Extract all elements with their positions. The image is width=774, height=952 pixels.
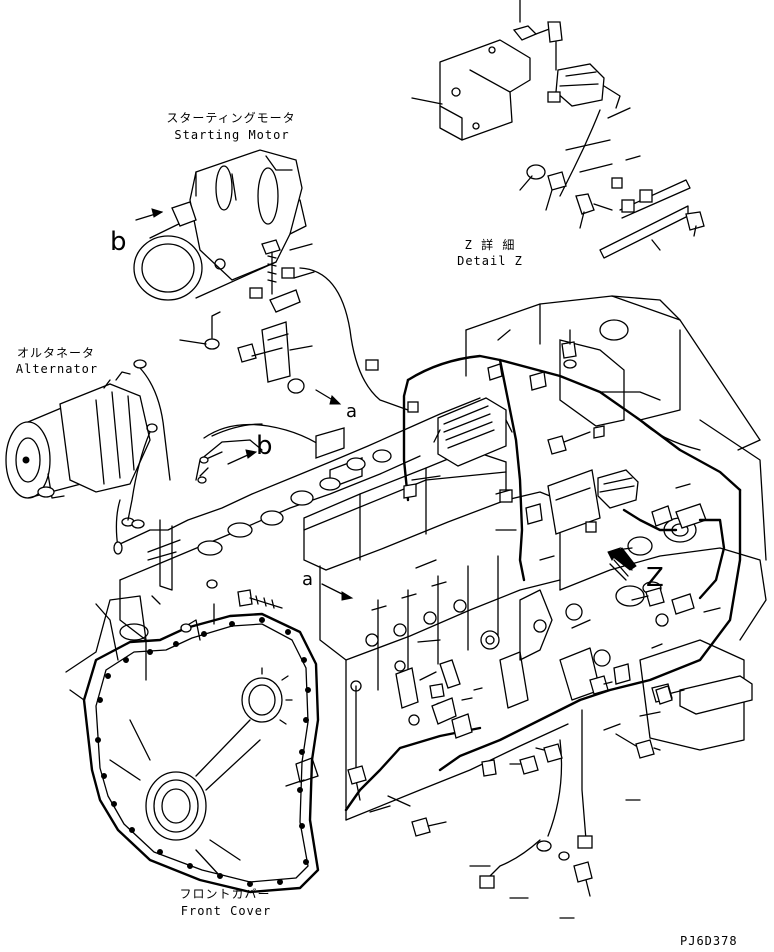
callout-a-upper: a (346, 401, 358, 422)
detail-z-label-en: Detail Z (457, 254, 523, 268)
fasteners (113, 329, 673, 919)
detail-z-label-jp: Z 詳 細 (464, 238, 516, 252)
starting-motor (133, 149, 315, 394)
callout-z-view: Z (646, 563, 664, 593)
wiring-harness (197, 267, 742, 897)
alternator-label-jp: オルタネータ (16, 346, 96, 360)
callout-b-motor: b (110, 227, 127, 257)
detail-z-assembly (411, 0, 705, 259)
front-cover (65, 595, 320, 894)
starting-motor-label-en: Starting Motor (174, 128, 290, 142)
alternator (5, 359, 171, 549)
callout-a-lower: a (302, 569, 314, 590)
front-cover-label-jp: フロントカバー (179, 887, 271, 901)
leader-lines (285, 329, 761, 813)
alternator-label-en: Alternator (15, 362, 99, 376)
callout-arrows (227, 389, 637, 601)
front-cover-label-en: Front Cover (180, 904, 272, 918)
drawing-id: PJ6D378 (680, 934, 738, 948)
starting-motor-label-jp: スターティングモータ (166, 111, 296, 125)
engine-block (119, 295, 767, 821)
callout-b-block: b (256, 431, 273, 461)
